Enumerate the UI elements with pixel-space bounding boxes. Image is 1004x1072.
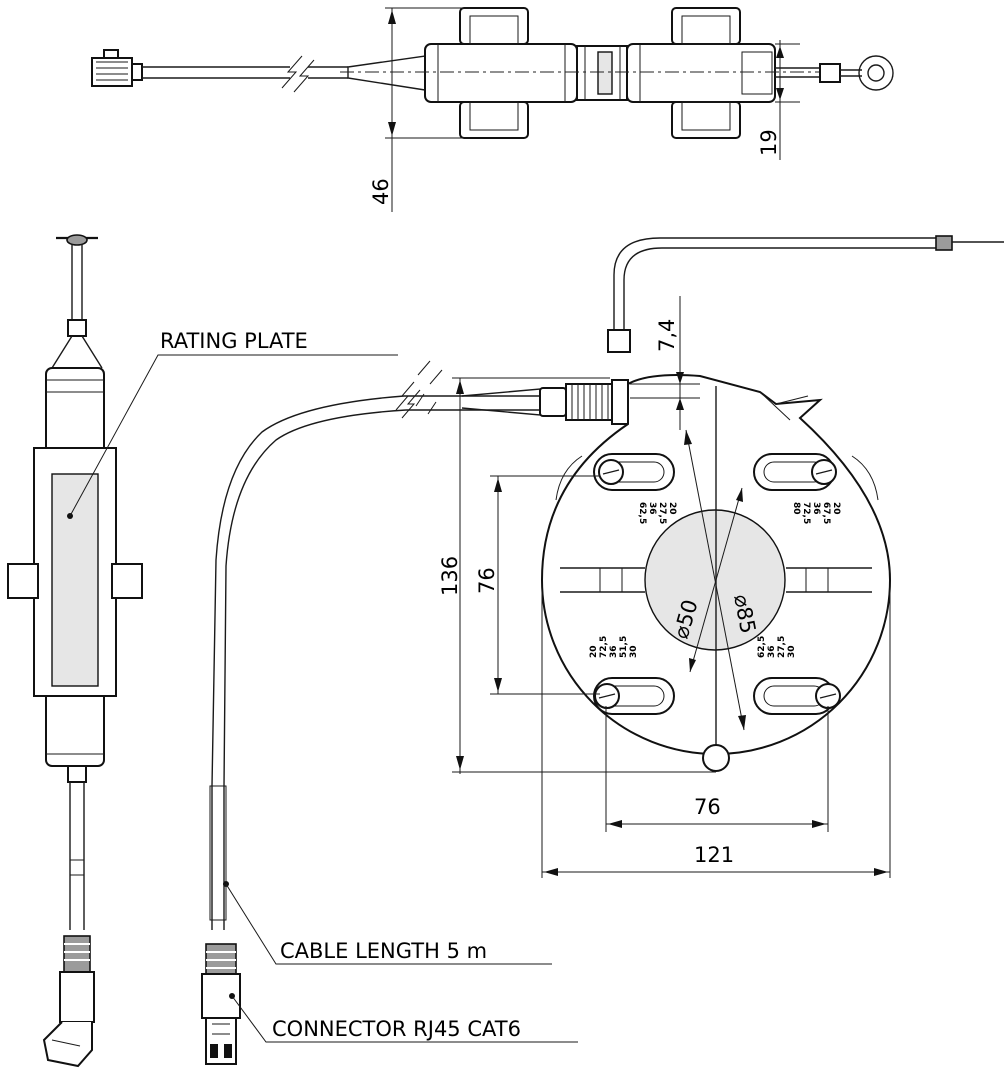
range-tr-4: 20 [831, 502, 841, 515]
range-br-0: 30 [787, 645, 797, 658]
dim-19-label: 19 [757, 129, 781, 156]
mounting-slot-bottom-right [753, 677, 841, 715]
range-tl-0: 62,5 [637, 502, 647, 524]
front-clamp-body [540, 374, 892, 772]
front-cable-sleeve [209, 785, 227, 921]
rating-plate-leader [69, 354, 398, 517]
dim-136-label: 136 [438, 556, 462, 596]
range-tr-1: 72,5 [801, 502, 811, 524]
mounting-slot-top-right [753, 453, 837, 491]
front-rj45-connector [201, 943, 241, 1065]
dim-7-4: 7,4 [630, 296, 700, 430]
connector-leader [231, 995, 578, 1043]
dim-136: 136 [438, 377, 716, 774]
top-break-mark [281, 55, 315, 93]
range-marking-bottom-left: 30 51,5 36 72,5 20 [589, 636, 639, 658]
top-view: 46 19 [91, 7, 894, 212]
front-ground-lead [607, 235, 1004, 353]
rating-plate-area [51, 473, 99, 687]
front-hinge-pin [702, 744, 730, 772]
range-tr-0: 80 [791, 502, 801, 515]
dim-121-label: 121 [694, 843, 734, 867]
front-cross-arms [555, 455, 879, 593]
dim-76v-label: 76 [475, 567, 499, 594]
front-view: 62,5 36 27,5 20 80 72,5 36 67,5 20 30 51… [209, 235, 1004, 930]
range-tl-3: 20 [667, 502, 677, 515]
dim-76h-label: 76 [694, 795, 721, 819]
dim-76-horizontal: 76 [605, 706, 829, 832]
top-cable [142, 66, 348, 79]
range-bl-3: 72,5 [599, 636, 609, 658]
range-marking-top-right: 80 72,5 36 67,5 20 [791, 502, 841, 524]
range-bl-1: 51,5 [619, 636, 629, 658]
top-ground-terminal [775, 55, 894, 91]
dim-19: 19 [757, 40, 800, 160]
range-tl-1: 36 [647, 502, 657, 515]
rating-plate-label: RATING PLATE [160, 329, 308, 353]
range-tl-2: 27,5 [657, 502, 667, 524]
side-cable [67, 765, 87, 930]
side-view: RATING PLATE [7, 234, 398, 1068]
dim-7-4-label: 7,4 [655, 319, 679, 352]
side-latch-right [111, 563, 143, 599]
side-rj45-connector [42, 935, 95, 1068]
front-cable [209, 360, 540, 930]
range-br-3: 62,5 [757, 636, 767, 658]
range-tr-2: 36 [811, 502, 821, 515]
top-hinge [576, 45, 628, 101]
range-bl-4: 20 [589, 645, 599, 658]
range-bl-2: 36 [609, 645, 619, 658]
range-marking-top-left: 62,5 36 27,5 20 [637, 502, 677, 524]
top-left-jaw [424, 7, 578, 139]
range-tr-3: 67,5 [821, 502, 831, 524]
range-bl-0: 30 [629, 645, 639, 658]
dim-46: 46 [369, 7, 470, 212]
cable-length-label: CABLE LENGTH 5 m [280, 939, 487, 963]
range-br-1: 27,5 [777, 636, 787, 658]
connector-label: CONNECTOR RJ45 CAT6 [272, 1017, 521, 1041]
mounting-slot-top-left [593, 453, 675, 491]
range-br-2: 36 [767, 645, 777, 658]
cable-length-leader [225, 883, 552, 965]
range-marking-bottom-right: 30 27,5 36 62,5 [757, 636, 797, 658]
dim-121: 121 [541, 590, 891, 878]
mounting-slot-bottom-left [593, 677, 675, 715]
top-strain-relief [347, 55, 426, 91]
dim-46-label: 46 [369, 178, 393, 205]
side-ground-terminal [51, 234, 103, 369]
side-latch-left [7, 563, 39, 599]
front-cable-gland [461, 379, 629, 425]
top-right-jaw [626, 7, 776, 139]
dim-76-vertical: 76 [475, 475, 600, 695]
top-rj45-plug [91, 49, 143, 87]
